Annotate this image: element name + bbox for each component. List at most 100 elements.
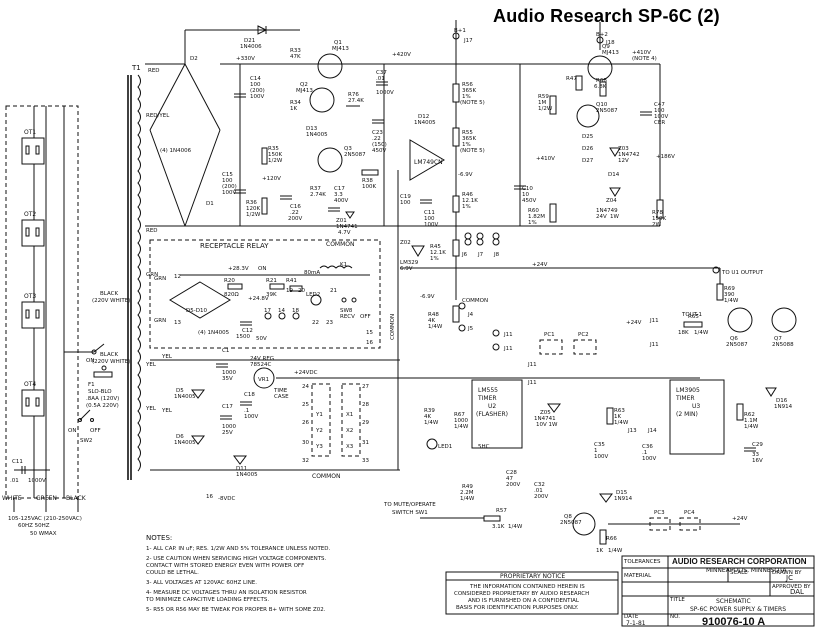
svg-text:R37: R37 [310, 186, 321, 192]
svg-text:CONSIDERED PROPRIETARY BY AUDI: CONSIDERED PROPRIETARY BY AUDIO RESEARCH [454, 591, 589, 597]
svg-text:365K: 365K [462, 136, 476, 142]
svg-text:2W: 2W [652, 222, 661, 228]
svg-text:60HZ 50HZ: 60HZ 50HZ [18, 523, 50, 529]
svg-text:1%: 1% [462, 142, 471, 148]
svg-text:D26: D26 [582, 146, 594, 152]
svg-text:LM329: LM329 [400, 260, 419, 266]
svg-text:SW2: SW2 [80, 438, 92, 444]
svg-text:COMMON: COMMON [326, 241, 354, 248]
svg-text:47K: 47K [290, 54, 301, 60]
svg-text:PC2: PC2 [578, 332, 589, 338]
svg-text:-8VDC: -8VDC [218, 496, 235, 502]
svg-text:J11: J11 [503, 332, 513, 338]
svg-text:2N5087: 2N5087 [596, 108, 618, 114]
svg-text:+186V: +186V [656, 154, 675, 160]
svg-text:R46: R46 [462, 192, 473, 198]
svg-text:13: 13 [174, 320, 181, 326]
svg-text:MATERIAL: MATERIAL [624, 573, 652, 579]
svg-text:Z05: Z05 [540, 410, 551, 416]
svg-text:C1: C1 [222, 348, 229, 354]
transformer-t1: T1 BLACK (220V WHITE) BLACK (220V WHITE)… [92, 64, 170, 480]
fuse-f1: F1 SLO-BLO .8AA (120V) (0.5A 220V) [86, 371, 119, 409]
svg-text:LM555: LM555 [478, 387, 498, 394]
svg-text:PROPRIETARY NOTICE: PROPRIETARY NOTICE [500, 573, 565, 580]
svg-text:RECEPTACLE RELAY: RECEPTACLE RELAY [200, 242, 269, 250]
svg-text:R34: R34 [290, 100, 301, 106]
svg-text:1000V: 1000V [376, 90, 394, 96]
svg-text:1K: 1K [290, 106, 297, 112]
svg-text:47: 47 [506, 476, 513, 482]
company-name: AUDIO RESEARCH CORPORATION [672, 557, 807, 566]
svg-text:1N4741: 1N4741 [336, 224, 358, 230]
outlet-ot4: OT4 [21, 381, 45, 417]
svg-text:Z03: Z03 [618, 146, 629, 152]
svg-text:27.4K: 27.4K [348, 98, 364, 104]
svg-text:1N4741: 1N4741 [534, 416, 556, 422]
svg-text:BLACK: BLACK [66, 495, 87, 502]
svg-text:D25: D25 [582, 134, 594, 140]
svg-text:LM3905: LM3905 [676, 387, 700, 394]
svg-text:R21: R21 [266, 278, 277, 284]
svg-text:R66: R66 [606, 536, 617, 542]
svg-text:C19: C19 [400, 194, 411, 200]
svg-text:DATE: DATE [624, 614, 639, 620]
svg-text:Q7: Q7 [774, 336, 782, 342]
b2-regulator: B+2 J18 Q9 MJ413 +410V (NOTE 4) R47 R68 … [520, 22, 675, 228]
svg-text:D14: D14 [608, 172, 620, 178]
svg-text:LED2: LED2 [306, 292, 320, 298]
svg-text:OT3: OT3 [24, 293, 36, 300]
svg-text:F1: F1 [88, 382, 95, 388]
svg-text:16V: 16V [752, 458, 763, 464]
svg-text:39K: 39K [266, 292, 277, 298]
svg-text:D15: D15 [616, 490, 628, 496]
svg-text:1000: 1000 [222, 424, 236, 430]
svg-text:2N5088: 2N5088 [772, 342, 794, 348]
svg-text:J7: J7 [477, 252, 484, 258]
svg-text:150K: 150K [268, 152, 282, 158]
svg-text:+24V: +24V [532, 262, 548, 268]
svg-text:100V: 100V [594, 454, 608, 460]
svg-text:(220V WHITE): (220V WHITE) [92, 359, 130, 365]
svg-text:C29: C29 [752, 442, 763, 448]
svg-text:3.3: 3.3 [334, 192, 343, 198]
svg-text:.22: .22 [372, 136, 381, 142]
svg-text:R56: R56 [462, 82, 473, 88]
svg-text:12: 12 [174, 274, 181, 280]
svg-text:100: 100 [400, 200, 411, 206]
svg-text:VR1: VR1 [258, 377, 269, 383]
svg-text:(NOTE 5): (NOTE 5) [460, 100, 485, 106]
svg-text:1%: 1% [528, 220, 537, 226]
svg-text:SW8: SW8 [340, 308, 353, 314]
svg-text:1/4W: 1/4W [694, 330, 709, 336]
mains-input: WHITE GREEN BLACK 105-125VAC (210-250VAC… [2, 495, 87, 537]
svg-text:(4) 1N4006: (4) 1N4006 [160, 148, 192, 154]
svg-text:25: 25 [302, 402, 309, 408]
svg-text:Q8: Q8 [564, 514, 572, 520]
svg-text:15: 15 [366, 330, 373, 336]
svg-text:6.9V: 6.9V [400, 266, 413, 272]
svg-text:Y3: Y3 [315, 444, 323, 450]
svg-text:YEL: YEL [161, 354, 173, 360]
svg-text:1/4W: 1/4W [614, 420, 629, 426]
svg-text:DAL: DAL [790, 588, 804, 596]
svg-text:LM749CN: LM749CN [414, 159, 443, 166]
svg-text:TO MUTE/OPERATE: TO MUTE/OPERATE [383, 502, 436, 508]
svg-text:Q10: Q10 [596, 102, 608, 108]
svg-text:R76: R76 [348, 92, 359, 98]
svg-text:MJ413: MJ413 [602, 50, 619, 56]
svg-text:-6.9V: -6.9V [420, 294, 435, 300]
svg-text:U2: U2 [488, 403, 496, 410]
hv-bridge: D2 D1 (4) 1N4006 D21 1N4006 +330V +420V … [145, 25, 440, 227]
svg-text:C23: C23 [372, 130, 383, 136]
svg-text:100V: 100V [250, 94, 264, 100]
svg-text:7-1-81: 7-1-81 [626, 620, 646, 627]
svg-text:APPROVED BY: APPROVED BY [772, 584, 811, 590]
svg-text:1N4005: 1N4005 [414, 120, 436, 126]
svg-text:1N4005: 1N4005 [306, 132, 328, 138]
svg-text:1%: 1% [430, 256, 439, 262]
svg-text:(4) 1N4005: (4) 1N4005 [198, 330, 230, 336]
svg-text:J11: J11 [649, 342, 659, 348]
svg-text:+28.3V: +28.3V [228, 266, 249, 272]
svg-text:100K: 100K [362, 184, 376, 190]
svg-text:1: 1 [594, 448, 598, 454]
